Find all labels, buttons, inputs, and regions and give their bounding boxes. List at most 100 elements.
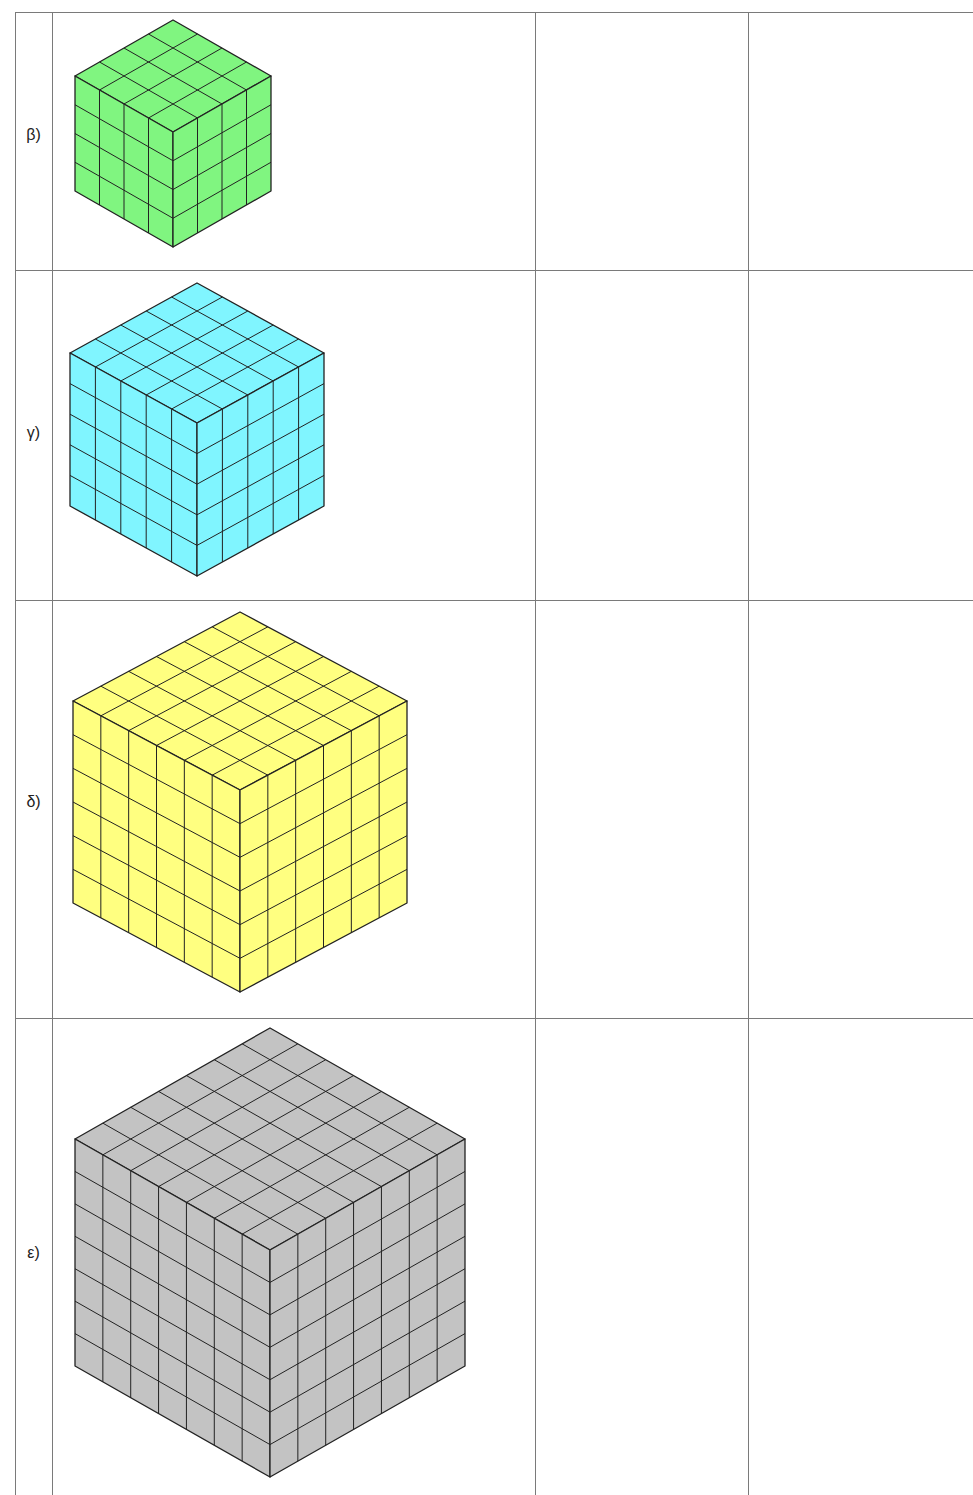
cube-grid-line [353, 1202, 354, 1429]
cube-grid-line [171, 409, 172, 562]
cube-grid-line [184, 642, 351, 731]
cube-grid-line [270, 1171, 465, 1282]
cube-face [70, 353, 197, 576]
cube-grid-line [186, 1091, 381, 1202]
cube-face [197, 353, 324, 576]
cube-grid-line [214, 1060, 409, 1171]
cube-grid-line [242, 1044, 437, 1155]
table-rule [15, 270, 973, 271]
cube-grid-line [242, 1234, 243, 1461]
cube-face [173, 76, 271, 247]
cube-grid-line [172, 297, 299, 367]
table-rule [15, 12, 16, 1495]
cube-grid-line [146, 311, 273, 381]
cube-grid-line [240, 869, 407, 958]
table-rule [15, 600, 973, 601]
cube-grid-line [159, 1076, 354, 1187]
cube-grid-line [437, 1155, 438, 1382]
cube-grid-line [270, 1301, 465, 1412]
cube-grid-line [157, 657, 324, 746]
cube-grid-line [146, 325, 273, 395]
cube-grid-line [75, 1269, 270, 1380]
unit-cube-stack [73, 612, 407, 992]
row-label-slot: δ) [15, 792, 52, 812]
cube-grid-line [323, 746, 324, 948]
cube-grid-line [240, 836, 407, 925]
cube-grid-line [197, 445, 324, 515]
cube-grid-line [222, 104, 223, 219]
cube-grid-line [73, 869, 240, 958]
cube-face [73, 701, 240, 992]
cube-grid-line [270, 1269, 465, 1380]
cube-grid-line [270, 1236, 465, 1347]
cube-grid-line [131, 1060, 326, 1171]
cube-face [75, 1139, 270, 1477]
cube-grid-line [197, 475, 324, 545]
cube-grid-line [146, 395, 147, 548]
cube-grid-line [130, 1171, 131, 1398]
cube-grid-line [247, 395, 248, 548]
table-rule [52, 12, 53, 1495]
cube-grid-line [70, 445, 197, 515]
cube-grid-line [124, 48, 222, 104]
row-label-slot: ε) [15, 1243, 52, 1263]
cube-grid-line [103, 1044, 298, 1155]
row-label: ε) [15, 1243, 52, 1263]
unit-cube-stack [75, 1028, 465, 1477]
table-rule [15, 1018, 973, 1019]
cube-grid-line [70, 384, 197, 454]
cube-grid-line [379, 716, 380, 918]
cube-grid-line [409, 1171, 410, 1398]
cube-grid-line [297, 1234, 298, 1461]
cube-grid-line [298, 367, 299, 520]
cube-grid-line [75, 1334, 270, 1445]
cube-grid-line [173, 162, 271, 218]
cube-grid-line [156, 746, 157, 948]
cube-grid-line [212, 627, 379, 716]
cube-grid-line [351, 731, 352, 933]
cube-grid-line [246, 90, 247, 205]
cube-grid-line [102, 1155, 103, 1382]
row-label: β) [15, 125, 52, 145]
cube-grid-line [157, 657, 324, 746]
cube-grid-line [270, 1204, 465, 1315]
cube-grid-line [186, 1076, 381, 1187]
table-rule [15, 12, 973, 13]
unit-cube-stack [75, 20, 271, 247]
table-rule [535, 12, 536, 1495]
row-label: γ) [15, 423, 52, 443]
cube-face [75, 76, 173, 247]
cube-face [270, 1139, 465, 1477]
cube-grid-line [222, 409, 223, 562]
cube-grid-line [149, 34, 247, 90]
cube-grid-line [325, 1218, 326, 1445]
cube-grid-line [120, 381, 121, 534]
cube-grid-line [70, 414, 197, 484]
row-label: δ) [15, 792, 52, 812]
cube-grid-line [121, 325, 248, 395]
cube-grid-line [270, 1334, 465, 1445]
cube-grid-line [273, 381, 274, 534]
cube-grid-line [124, 48, 222, 104]
row-label-slot: γ) [15, 423, 52, 443]
cube-grid-line [95, 297, 222, 367]
cube-grid-line [184, 760, 185, 962]
cube-grid-line [197, 414, 324, 484]
cube-grid-line [95, 367, 96, 520]
cube-grid-line [75, 1204, 270, 1315]
cube-grid-line [75, 1236, 270, 1347]
unit-cube-stack [70, 283, 324, 576]
cube-grid-line [121, 311, 248, 381]
cube-grid-line [214, 1218, 215, 1445]
cube-grid-line [124, 104, 125, 219]
cube-grid-line [197, 384, 324, 454]
table-rule [748, 12, 749, 1495]
cube-grid-line [75, 162, 173, 218]
cube-grid-line [73, 836, 240, 925]
cube-grid-line [186, 1202, 187, 1429]
row-label-slot: β) [15, 125, 52, 145]
cube-grid-line [159, 1091, 354, 1202]
cube-grid-line [148, 118, 149, 233]
cube-grid-line [75, 1171, 270, 1282]
